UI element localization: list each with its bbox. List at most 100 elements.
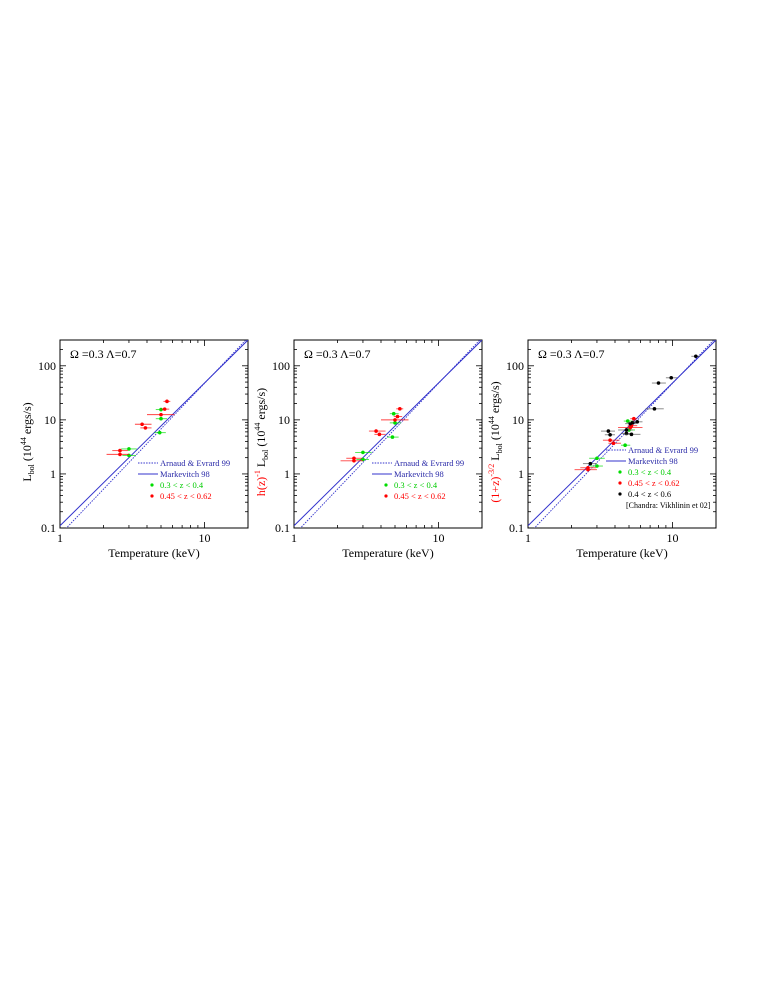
legend-red-series: 0.45 < z < 0.62 [160,491,212,501]
data-point [352,456,356,461]
data-point [656,381,661,385]
data-point [159,412,163,417]
x-tick-label: 10 [199,531,211,545]
x-axis-label: Temperature (keV) [576,546,667,560]
legend-green-series: 0.3 < z < 0.4 [628,467,672,477]
data-point [395,414,400,419]
data-point [374,429,378,433]
x-tick-label: 1 [291,531,297,545]
data-series [574,416,643,472]
cosmology-annotation: Ω =0.3 Λ=0.7 [70,347,137,361]
legend-arnaud-evrard: Arnaud & Evrard 99 [628,445,698,455]
y-tick-label: 100 [272,359,290,373]
y-tick-label: 100 [506,359,524,373]
data-point [393,418,397,422]
legend-red-series: 0.45 < z < 0.62 [628,478,680,488]
x-axis-label: Temperature (keV) [108,546,199,560]
data-point [118,448,122,453]
x-axis-label: Temperature (keV) [342,546,433,560]
data-point [159,416,163,421]
data-point [586,467,590,472]
plot-frame [293,339,483,529]
data-point [588,461,593,466]
data-point [595,456,599,461]
data-point [393,421,397,425]
data-series [106,399,175,457]
data-point [595,464,599,468]
svg-text:Lbol (1044 ergs/s): Lbol (1044 ergs/s) [19,402,36,481]
y-tick-label: 10 [278,413,290,427]
data-point [629,432,634,437]
data-point [127,447,131,451]
data-point [632,416,636,421]
plot-frame [527,339,717,529]
data-point [352,458,356,463]
y-tick-label: 1 [50,467,56,481]
data-point [608,432,612,437]
data-point [669,375,674,380]
y-tick-label: 0.1 [275,521,290,535]
legend-arnaud-evrard: Arnaud & Evrard 99 [394,458,464,468]
data-point [624,428,629,432]
y-tick-label: 10 [44,413,56,427]
data-point [391,411,396,416]
y-tick-label: 1 [284,467,290,481]
data-point [608,438,612,443]
data-series [355,411,401,462]
legend-chandra-note: [Chandra: Vikhlinin et 02] [626,501,711,510]
x-tick-label: 10 [667,531,679,545]
data-point [623,443,627,447]
legend-red-series: 0.45 < z < 0.62 [394,491,446,501]
legend-black-series: 0.4 < z < 0.6 [628,489,671,499]
x-tick-label: 10 [433,531,445,545]
cosmology-annotation: Ω =0.3 Λ=0.7 [538,347,605,361]
y-tick-label: 0.1 [41,521,56,535]
data-point [377,432,382,437]
markevitch-line [294,340,482,527]
data-point [143,426,148,430]
svg-text:(1+z)-3/2 Lbol (1044 ergs/s): (1+z)-3/2 Lbol (1044 ergs/s) [487,381,504,502]
data-series [582,354,701,466]
legend-markevitch: Markevitch 98 [628,456,678,466]
data-point [165,399,169,404]
legend-green-series: 0.3 < z < 0.4 [394,480,438,490]
legend-markevitch: Markevitch 98 [160,469,210,479]
y-tick-label: 1 [518,467,524,481]
legend-green-series: 0.3 < z < 0.4 [160,480,204,490]
data-point [157,430,162,435]
y-axis-label: Lbol (1044 ergs/s) [19,402,36,481]
data-point [361,450,365,455]
data-point [630,420,635,425]
markevitch-line [528,340,716,527]
data-point [625,419,630,423]
x-tick-label: 1 [57,531,63,545]
y-tick-label: 0.1 [509,521,524,535]
legend-arnaud-evrard: Arnaud & Evrard 99 [160,458,230,468]
markevitch-line [60,340,248,527]
data-point [652,407,657,411]
plot-frame [59,339,249,529]
y-tick-label: 100 [38,359,56,373]
data-point [606,429,611,433]
y-axis-label: (1+z)-3/2 Lbol (1044 ergs/s) [487,381,504,502]
x-tick-label: 1 [525,531,531,545]
data-point [140,422,144,427]
data-point [118,452,122,457]
data-point [694,354,698,359]
data-point [611,441,616,446]
data-point [162,407,167,411]
cosmology-annotation: Ω =0.3 Λ=0.7 [304,347,371,361]
data-series [340,407,409,463]
y-axis-label: h(z)-1 Lbol (1044 ergs/s) [253,388,270,496]
data-point [635,420,640,424]
data-point [398,407,402,411]
